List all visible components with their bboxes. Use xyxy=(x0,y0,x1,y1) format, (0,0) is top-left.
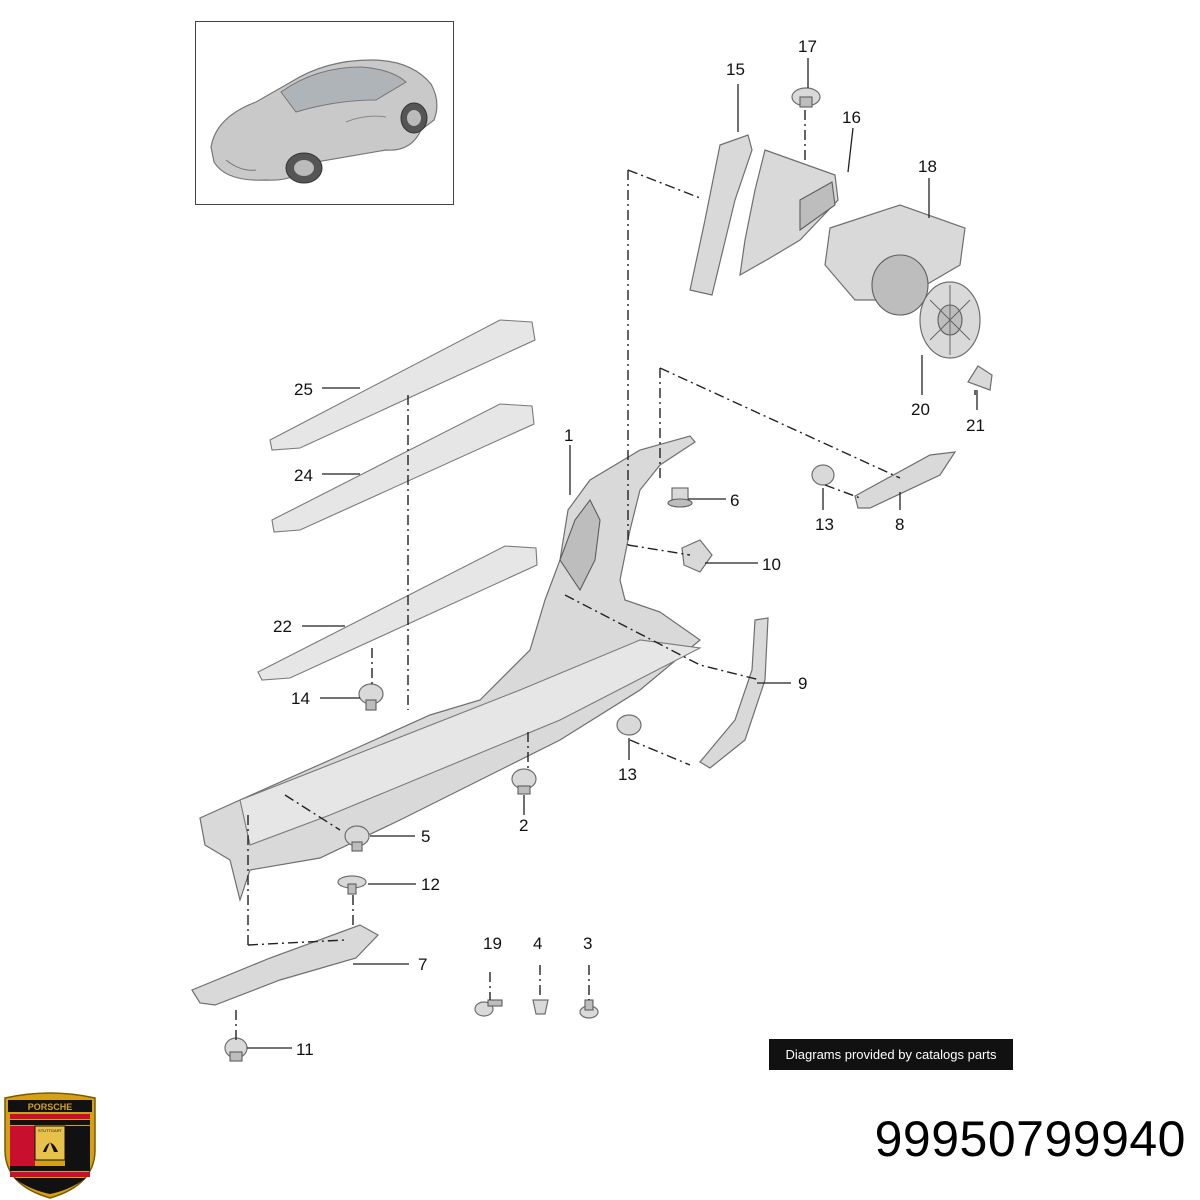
label-18: 18 xyxy=(918,157,937,176)
part-1-panel-shadow xyxy=(559,498,601,592)
label-20: 20 xyxy=(911,400,930,419)
label-11: 11 xyxy=(296,1040,314,1059)
part-7-bracket xyxy=(191,924,379,1006)
part-6-clip xyxy=(667,487,693,508)
label-1: 1 xyxy=(564,426,573,445)
label-10: 10 xyxy=(762,555,781,574)
porsche-crest-logo: PORSCHE STUTTGART xyxy=(4,1092,96,1199)
label-14: 14 xyxy=(291,689,310,708)
part-19-screw xyxy=(474,999,503,1017)
part-22-sill-trim xyxy=(257,545,538,681)
part-16-inner xyxy=(799,181,836,232)
part-1-sill-lip xyxy=(239,639,702,846)
diagram-credit-banner: Diagrams provided by catalogs parts xyxy=(769,1039,1013,1070)
part-3-nut xyxy=(579,999,599,1019)
part-11-clip xyxy=(224,1037,248,1062)
part-16-air-guide xyxy=(739,149,839,277)
part-17-grommet xyxy=(791,87,821,108)
label-24: 24 xyxy=(294,466,313,485)
label-5: 5 xyxy=(421,827,430,846)
vehicle-thumbnail xyxy=(195,21,454,205)
logo-brand-text: PORSCHE xyxy=(28,1102,73,1112)
part-14-clip xyxy=(358,683,384,711)
part-18-duct-opening xyxy=(871,254,929,316)
label-9: 9 xyxy=(798,674,807,693)
part-4-nut xyxy=(532,999,549,1015)
car-illustration xyxy=(210,59,438,184)
label-12: 12 xyxy=(421,875,440,894)
part-20-fan xyxy=(919,281,981,359)
part-2-clip xyxy=(511,768,537,795)
part-15-air-duct-trim xyxy=(689,134,753,296)
label-8: 8 xyxy=(895,515,904,534)
label-7: 7 xyxy=(418,955,427,974)
label-16: 16 xyxy=(842,108,861,127)
label-2: 2 xyxy=(519,816,528,835)
part-24-sill-trim xyxy=(271,403,535,533)
part-10-bracket xyxy=(681,539,713,573)
part-12-clip xyxy=(337,875,367,895)
part-5-clip xyxy=(344,825,370,852)
assembly-lines xyxy=(235,110,976,1040)
label-19: 19 xyxy=(483,934,502,953)
label-6: 6 xyxy=(730,491,739,510)
leader-lines xyxy=(247,58,978,1049)
label-13-lower: 13 xyxy=(618,765,637,784)
part-21-grommet xyxy=(967,365,993,391)
label-15: 15 xyxy=(726,60,745,79)
label-4: 4 xyxy=(533,934,542,953)
part-18-air-duct xyxy=(824,204,966,301)
label-21: 21 xyxy=(966,416,985,435)
part-13-nut-upper xyxy=(811,464,835,486)
part-8-bracket xyxy=(854,451,957,509)
label-25: 25 xyxy=(294,380,313,399)
part-13-nut-lower xyxy=(616,714,642,736)
part-number: 99950799940 xyxy=(874,1111,1186,1167)
label-13-upper: 13 xyxy=(815,515,834,534)
logo-city-text: STUTTGART xyxy=(38,1128,62,1133)
label-17: 17 xyxy=(798,37,817,56)
label-22: 22 xyxy=(273,617,292,636)
part-25-sill-trim xyxy=(269,319,536,451)
part-9-trim-strip xyxy=(699,617,769,769)
label-3: 3 xyxy=(583,934,592,953)
